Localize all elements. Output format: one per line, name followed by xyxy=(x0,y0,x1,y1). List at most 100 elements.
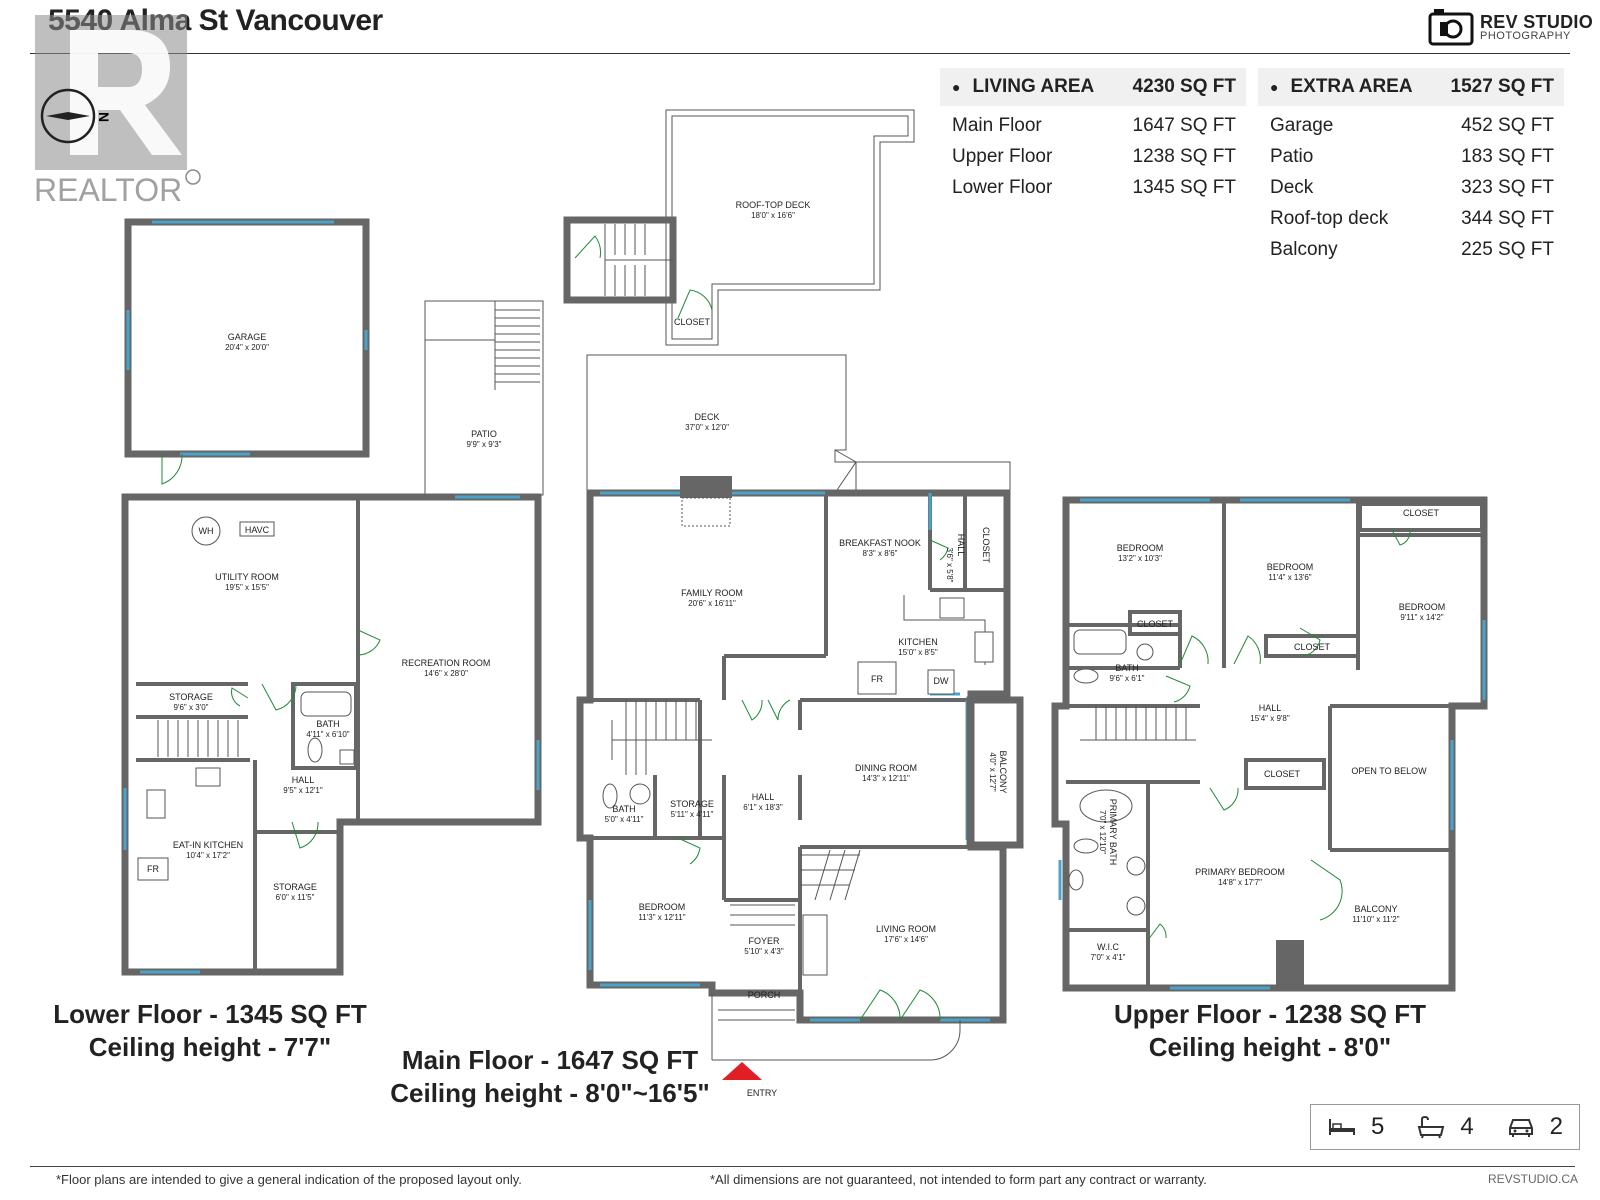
extra-area-header: EXTRA AREA 1527 SQ FT xyxy=(1258,68,1564,106)
area-row-name: Lower Floor xyxy=(952,176,1053,198)
room-label: DINING ROOM xyxy=(855,763,917,773)
bathroom-count: 4 xyxy=(1416,1113,1474,1141)
area-row-name: Garage xyxy=(1270,114,1334,136)
room-label: BEDROOM xyxy=(639,902,686,912)
floor-area-text: Main Floor - 1647 SQ FT xyxy=(401,1045,699,1075)
room-dimensions: 4'11" x 6'10" xyxy=(306,730,349,739)
room-label: BATH xyxy=(612,804,635,814)
room-dimensions: 9'6" x 6'1" xyxy=(1110,674,1145,683)
room-label: PRIMARY BEDROOM xyxy=(1195,867,1285,877)
lower-floor-caption: Lower Floor - 1345 SQ FT Ceiling height … xyxy=(40,998,380,1064)
living-area-label: LIVING AREA xyxy=(952,76,1094,98)
parking-count: 2 xyxy=(1506,1113,1563,1141)
upper-floor-caption: Upper Floor - 1238 SQ FT Ceiling height … xyxy=(1100,998,1440,1064)
area-row-value: 183 SQ FT xyxy=(1461,145,1554,167)
room-label: OPEN TO BELOW xyxy=(1351,766,1427,776)
room-dimensions: 20'6" x 16'11" xyxy=(688,599,736,608)
room-label: PORCH xyxy=(748,990,781,1000)
extra-area-total: 1527 SQ FT xyxy=(1450,76,1555,97)
brand-logo: REV STUDIO PHOTOGRAPHY xyxy=(1428,8,1593,46)
room-label: HALL xyxy=(752,792,775,802)
room-dimensions: 4'0" x 12'7" xyxy=(988,752,997,792)
room-label: CLOSET xyxy=(981,527,991,564)
camera-icon xyxy=(1428,9,1474,46)
room-dimensions: 17'6" x 14'6" xyxy=(884,935,928,944)
room-label: ROOF-TOP DECK xyxy=(736,200,811,210)
area-row: Lower Floor 1345 SQ FT xyxy=(940,172,1246,203)
realtor-watermark: REALTOR xyxy=(30,5,205,210)
room-dimensions: 7'0" x 12'10" xyxy=(1098,810,1107,854)
area-row: Deck 323 SQ FT xyxy=(1258,172,1564,203)
area-row-name: Patio xyxy=(1270,145,1314,167)
realtor-text: REALTOR xyxy=(34,172,182,208)
fixture-label: HAVC xyxy=(245,525,270,535)
area-row-value: 1345 SQ FT xyxy=(1132,176,1237,198)
area-row-name: Balcony xyxy=(1270,238,1338,260)
room-dimensions: 5'0" x 4'11" xyxy=(605,815,644,824)
fixture-label: FR xyxy=(871,674,883,684)
room-dimensions: 11'10" x 11'2" xyxy=(1352,915,1399,924)
entry-arrow-icon xyxy=(722,1062,762,1080)
fixture-label: WH xyxy=(199,526,214,536)
bathroom-count-value: 4 xyxy=(1460,1113,1474,1140)
fixture-label: DW xyxy=(934,676,949,686)
area-row-name: Deck xyxy=(1270,176,1314,198)
room-label: LIVING ROOM xyxy=(876,924,936,934)
area-row: Garage 452 SQ FT xyxy=(1258,110,1564,141)
car-icon xyxy=(1508,1119,1533,1137)
room-label: UTILITY ROOM xyxy=(215,572,279,582)
area-row-value: 323 SQ FT xyxy=(1461,176,1554,198)
extra-area-label: EXTRA AREA xyxy=(1270,76,1412,98)
room-dimensions: 15'4" x 9'8" xyxy=(1250,714,1290,723)
area-row-name: Main Floor xyxy=(952,114,1042,136)
room-label: CLOSET xyxy=(674,317,711,327)
room-label: STORAGE xyxy=(273,882,317,892)
compass-north-label: N xyxy=(96,112,112,122)
ceiling-height-text: Ceiling height - 8'0"~16'5" xyxy=(390,1078,710,1108)
room-label: HALL xyxy=(1259,703,1282,713)
ceiling-height-text: Ceiling height - 7'7" xyxy=(88,1032,332,1062)
bedroom-count: 5 xyxy=(1327,1113,1384,1141)
footer-disclaimer-center: *All dimensions are not guaranteed, not … xyxy=(710,1172,1207,1187)
area-row: Main Floor 1647 SQ FT xyxy=(940,110,1246,141)
living-area-total: 4230 SQ FT xyxy=(1132,76,1237,97)
room-label: HALL xyxy=(292,775,315,785)
room-label: DECK xyxy=(694,412,719,422)
area-row-name: Upper Floor xyxy=(952,145,1053,167)
room-label: GARAGE xyxy=(228,332,267,342)
footer-disclaimer-left: *Floor plans are intended to give a gene… xyxy=(56,1172,522,1187)
room-label: CLOSET xyxy=(1294,642,1331,652)
area-row-value: 225 SQ FT xyxy=(1461,238,1554,260)
room-dimensions: 5'10" x 4'3" xyxy=(744,947,784,956)
room-dimensions: 18'0" x 16'6" xyxy=(751,211,795,220)
room-label: BATH xyxy=(316,719,339,729)
bedroom-count-value: 5 xyxy=(1370,1113,1385,1140)
room-label: FOYER xyxy=(748,936,780,946)
room-dimensions: 7'0" x 4'1" xyxy=(1091,953,1126,962)
room-label: HALL xyxy=(956,534,966,557)
area-row: Patio 183 SQ FT xyxy=(1258,141,1564,172)
property-stats: 5 4 2 xyxy=(1310,1104,1580,1150)
room-label: PRIMARY BATH xyxy=(1108,799,1118,866)
bed-icon xyxy=(1328,1119,1355,1135)
area-row-value: 1238 SQ FT xyxy=(1132,145,1237,167)
room-label: BATH xyxy=(1115,663,1138,673)
room-label: BEDROOM xyxy=(1117,543,1164,553)
area-row-value: 1647 SQ FT xyxy=(1132,114,1237,136)
living-area-header: LIVING AREA 4230 SQ FT xyxy=(940,68,1246,106)
room-dimensions: 11'4" x 13'6" xyxy=(1268,573,1311,582)
room-dimensions: 8'3" x 8'6" xyxy=(863,549,898,558)
room-label: BREAKFAST NOOK xyxy=(839,538,921,548)
title-divider xyxy=(30,53,1570,54)
room-label: PATIO xyxy=(471,429,497,439)
main-floor-caption: Main Floor - 1647 SQ FT Ceiling height -… xyxy=(365,1044,735,1110)
room-dimensions: 6'0" x 11'5" xyxy=(276,893,315,902)
fixture-label: FR xyxy=(147,864,159,874)
area-row-value: 452 SQ FT xyxy=(1461,114,1554,136)
room-label: BALCONY xyxy=(1354,904,1397,914)
footer-divider xyxy=(30,1166,1575,1167)
room-label: STORAGE xyxy=(670,799,714,809)
room-label: BEDROOM xyxy=(1399,602,1446,612)
living-area-table: LIVING AREA 4230 SQ FT Main Floor 1647 SQ… xyxy=(940,68,1246,203)
